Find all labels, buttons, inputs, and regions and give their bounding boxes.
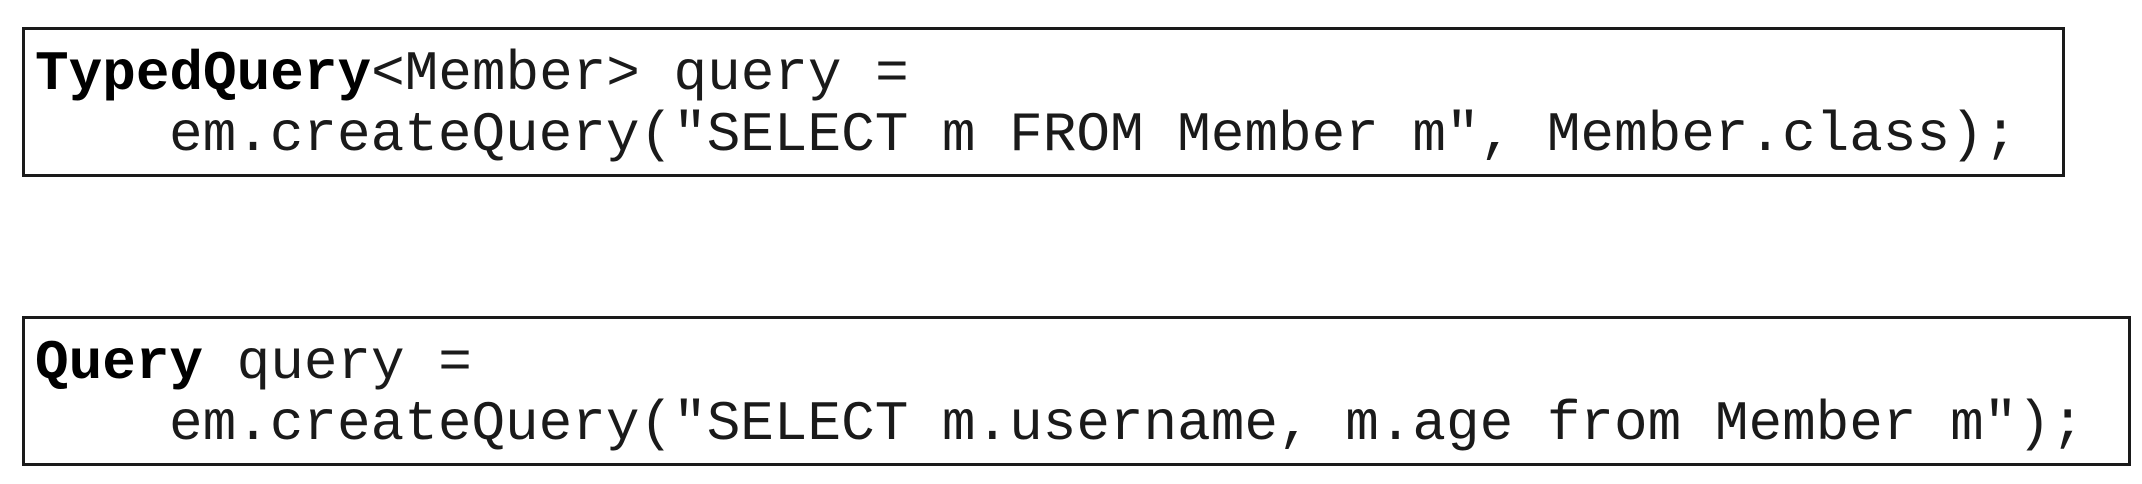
typed-query-code-block: TypedQuery<Member> query = em.createQuer… <box>22 27 2065 177</box>
type-keyword: TypedQuery <box>35 42 372 106</box>
code-line-2: em.createQuery("SELECT m.username, m.age… <box>169 392 2085 456</box>
code-line-1: Query query = <box>35 333 2128 394</box>
code-line-1: TypedQuery<Member> query = <box>35 44 2062 105</box>
code-line-2: em.createQuery("SELECT m FROM Member m",… <box>169 103 2018 167</box>
type-keyword: Query <box>35 331 204 395</box>
query-code-block: Query query = em.createQuery("SELECT m.u… <box>22 316 2131 466</box>
declaration-text: query = <box>203 331 472 395</box>
declaration-text: <Member> query = <box>371 42 909 106</box>
